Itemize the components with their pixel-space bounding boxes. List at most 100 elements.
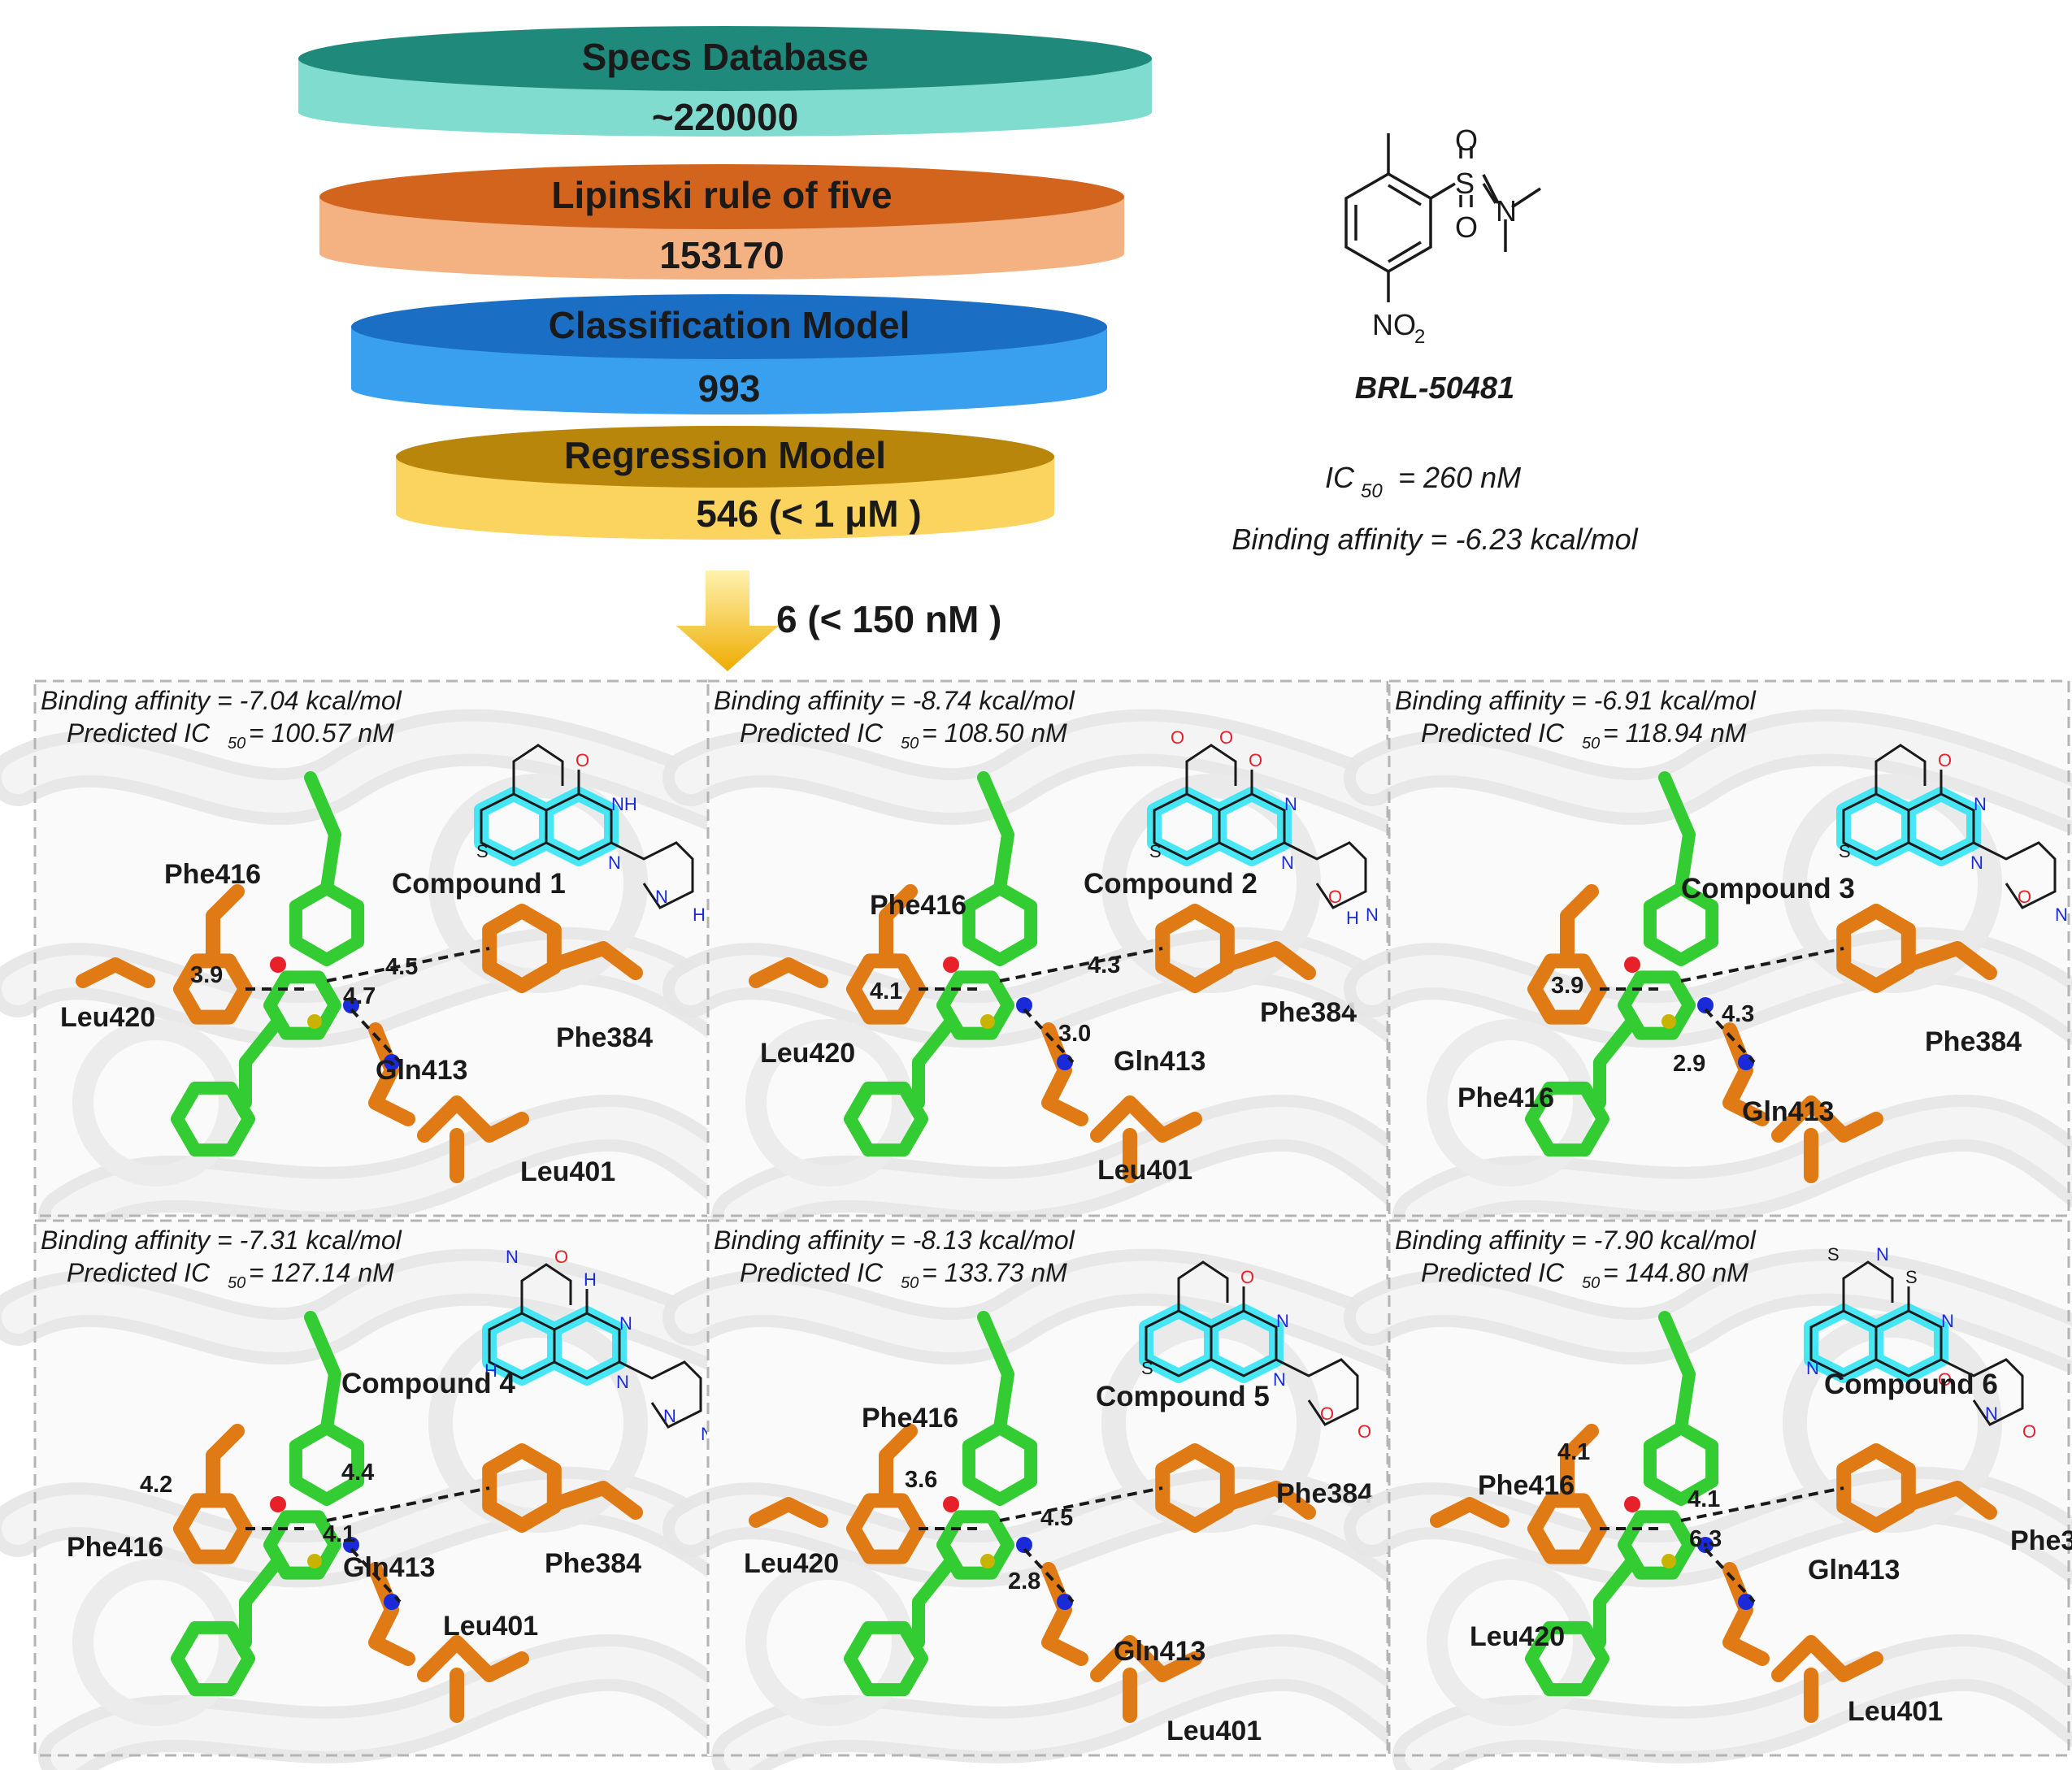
- atom-label: S: [1827, 1244, 1840, 1265]
- protein-ribbon-highlight: [2, 721, 749, 826]
- bond-stick: [289, 1421, 365, 1506]
- bond-stick: [977, 771, 1014, 895]
- bond-stick: [844, 1620, 928, 1697]
- funnel-stage-title: Classification Model: [549, 304, 910, 346]
- bond-stick: [846, 953, 926, 1025]
- distance-label: 4.3: [1088, 952, 1120, 978]
- bond-stick: [912, 1555, 958, 1649]
- binding-affinity-label: Binding affinity = -6.91 kcal/mol: [1395, 686, 1757, 715]
- residue-label: Phe416: [164, 859, 261, 890]
- bond-stick: [304, 1311, 341, 1434]
- bond-stick: [1527, 953, 1607, 1025]
- sulfur-atom: [1662, 1554, 1676, 1568]
- sulfur-atom: [307, 1014, 322, 1029]
- atom-label: O: [554, 1247, 568, 1267]
- bond-stick: [749, 957, 828, 988]
- residue-label: Gln413: [376, 1055, 467, 1086]
- distance-label: 3.0: [1058, 1021, 1091, 1047]
- residue-label: Leu401: [443, 1611, 538, 1642]
- distance-label: 2.9: [1673, 1051, 1705, 1077]
- structure-bonds: [1842, 1260, 1894, 1311]
- bond-stick: [417, 1635, 529, 1682]
- compound-label: Compound 3: [1681, 873, 1855, 905]
- atom-label: N: [1273, 1369, 1286, 1390]
- atom-label: O: [1240, 1267, 1254, 1287]
- distance-label: 2.8: [1008, 1568, 1040, 1594]
- distance-line: [1680, 947, 1844, 983]
- predicted-ic50-label: Predicted IC: [1421, 718, 1565, 748]
- distance-label: 3.6: [905, 1467, 937, 1493]
- bond-stick: [1618, 1510, 1696, 1580]
- bond-stick: [1643, 882, 1719, 966]
- funnel-stage-title: Regression Model: [564, 434, 886, 476]
- reference-ic50-value: = 260 nM: [1398, 461, 1521, 494]
- bond-stick: [846, 1493, 926, 1564]
- residue-label: Gln413: [1742, 1096, 1834, 1127]
- residue-label: Gln413: [343, 1552, 435, 1583]
- reference-name: BRL-50481: [1355, 371, 1514, 406]
- bond-stick: [1155, 904, 1235, 993]
- binding-affinity-label: Binding affinity = -7.90 kcal/mol: [1395, 1226, 1757, 1255]
- residue-label: Leu420: [1470, 1621, 1565, 1652]
- atom-label: N: [663, 1406, 676, 1426]
- atom-label: S: [1839, 841, 1851, 861]
- predicted-ic50-value: = 127.14 nM: [249, 1258, 394, 1287]
- bond-stick: [1220, 941, 1316, 980]
- residue-label: Phe384: [1276, 1478, 1373, 1509]
- atom-label: NO: [1372, 308, 1416, 341]
- predicted-ic50-subscript: 50: [228, 735, 245, 753]
- down-arrow-icon: [676, 570, 779, 671]
- structure-bonds: [619, 1360, 702, 1429]
- bond-stick: [1525, 1081, 1609, 1157]
- bond-stick: [206, 1424, 245, 1503]
- bond-stick: [289, 882, 365, 966]
- bond-stick: [1643, 1421, 1719, 1506]
- compound-label: Compound 1: [392, 868, 566, 900]
- protein-ribbon-highlight: [1356, 721, 2072, 822]
- residue-label: Gln413: [1808, 1555, 1900, 1586]
- atom-label: N: [1366, 905, 1379, 925]
- nitrogen-atom: [1738, 1054, 1754, 1070]
- protein-helix: [72, 1559, 240, 1726]
- atom-label: N: [1941, 1311, 1954, 1331]
- bond-stick: [1658, 1311, 1696, 1434]
- residue-label: Leu420: [760, 1038, 855, 1069]
- bond-stick: [1618, 970, 1696, 1040]
- protein-ribbon-highlight: [2, 1260, 749, 1366]
- bond-stick: [1430, 1497, 1509, 1528]
- atom-label: N: [1876, 1244, 1889, 1265]
- predicted-ic50-value: = 144.80 nM: [1603, 1258, 1748, 1287]
- bond-stick: [368, 1022, 415, 1126]
- protein-helix: [72, 1019, 240, 1187]
- residue-label: Phe416: [67, 1532, 163, 1563]
- bond-stick: [1771, 1635, 1883, 1682]
- reference-affinity: Binding affinity = -6.23 kcal/mol: [1231, 523, 1638, 556]
- distance-line: [350, 1008, 402, 1064]
- protein-helix: [745, 1559, 913, 1726]
- predicted-ic50-subscript: 50: [1582, 1274, 1600, 1292]
- bond-stick: [1560, 884, 1599, 964]
- residue-label: Phe416: [1478, 1470, 1575, 1501]
- atom-label: N: [1974, 794, 1987, 814]
- funnel-stage-title: Specs Database: [582, 36, 869, 78]
- bond-stick: [173, 1493, 253, 1564]
- atom-label: H: [584, 1269, 597, 1290]
- oxygen-atom: [943, 957, 959, 973]
- atom-label: N: [1806, 1358, 1819, 1378]
- distance-line: [1704, 1547, 1756, 1603]
- predicted-ic50-value: = 108.50 nM: [922, 718, 1067, 748]
- distance-label: 4.1: [1557, 1439, 1590, 1465]
- funnel-stage-regression: Regression Model 546 (< 1 μM ): [396, 426, 1054, 540]
- bond-stick: [912, 1015, 958, 1109]
- compound-label: Compound 4: [341, 1368, 515, 1399]
- panel-border: [706, 1219, 1389, 1757]
- residue-label: Phe416: [870, 890, 966, 921]
- oxygen-atom: [943, 1496, 959, 1512]
- atom-label: N: [1276, 1311, 1289, 1331]
- oxygen-atom: [1624, 1496, 1640, 1512]
- protein-helix: [1427, 1559, 1594, 1726]
